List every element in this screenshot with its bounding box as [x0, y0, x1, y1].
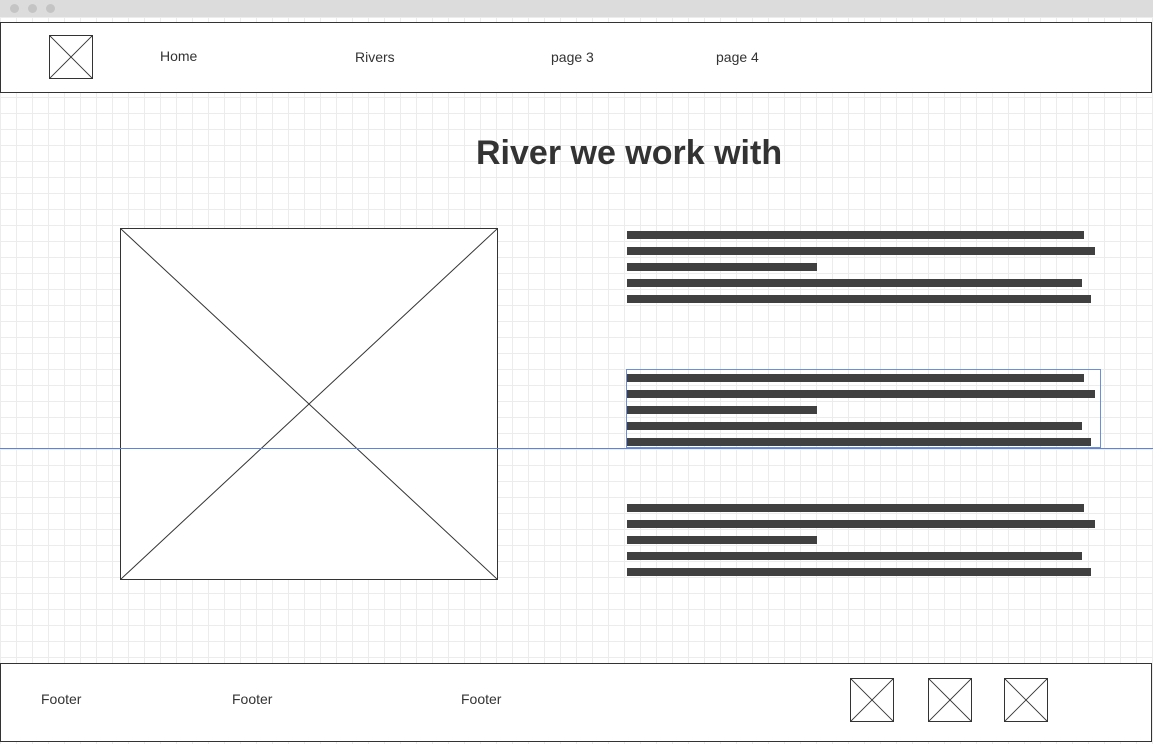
- logo-placeholder-icon[interactable]: [49, 35, 93, 79]
- text-line: [627, 422, 1082, 430]
- text-line: [627, 406, 817, 414]
- text-line: [627, 568, 1091, 576]
- text-line: [627, 374, 1084, 382]
- social-placeholder-icon-3[interactable]: [1004, 678, 1048, 722]
- site-header: Home Rivers page 3 page 4: [0, 22, 1152, 93]
- text-line: [627, 279, 1082, 287]
- text-line: [627, 390, 1095, 398]
- text-block-3: [626, 501, 1101, 580]
- nav-link-page-4[interactable]: page 4: [716, 49, 759, 65]
- window-maximize-dot[interactable]: [46, 4, 55, 13]
- page-title: River we work with: [476, 134, 783, 172]
- alignment-guide-line: [0, 448, 1153, 449]
- main-image-placeholder-icon: [120, 228, 498, 580]
- text-line: [627, 504, 1084, 512]
- text-line: [627, 295, 1091, 303]
- text-line: [627, 552, 1082, 560]
- window-titlebar: [0, 0, 1153, 17]
- text-line: [627, 520, 1095, 528]
- window-minimize-dot[interactable]: [28, 4, 37, 13]
- footer-link-2[interactable]: Footer: [232, 691, 273, 707]
- text-line: [627, 247, 1095, 255]
- text-line: [627, 438, 1091, 446]
- text-line: [627, 231, 1084, 239]
- text-line: [627, 536, 817, 544]
- text-block-1: [626, 228, 1101, 307]
- window-close-dot[interactable]: [10, 4, 19, 13]
- site-footer: Footer Footer Footer: [0, 663, 1152, 742]
- text-block-2-selected[interactable]: [626, 369, 1101, 448]
- nav-link-rivers[interactable]: Rivers: [355, 49, 395, 65]
- footer-link-1[interactable]: Footer: [41, 691, 82, 707]
- text-line: [627, 263, 817, 271]
- nav-link-home[interactable]: Home: [160, 48, 198, 64]
- footer-link-3[interactable]: Footer: [461, 691, 502, 707]
- social-placeholder-icon-2[interactable]: [928, 678, 972, 722]
- nav-link-page-3[interactable]: page 3: [551, 49, 594, 65]
- social-placeholder-icon-1[interactable]: [850, 678, 894, 722]
